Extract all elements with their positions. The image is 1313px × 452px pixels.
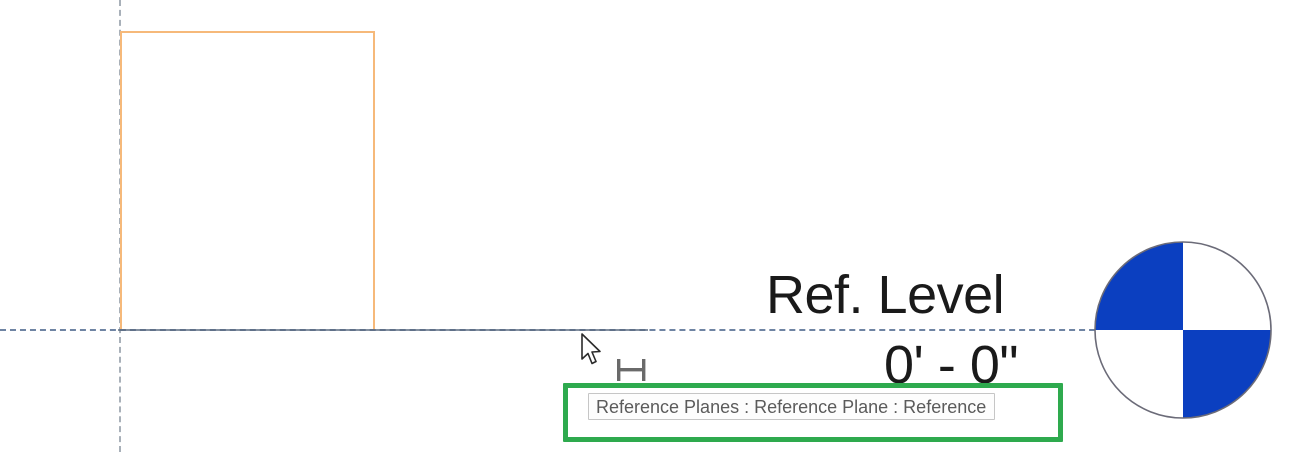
ref-level-datum-line-overlap <box>118 329 648 331</box>
tooltip-highlight <box>563 383 1063 442</box>
elevation-marker[interactable] <box>1093 240 1273 420</box>
level-name-label[interactable]: Ref. Level <box>766 265 1005 325</box>
quadrant-circle-icon <box>1094 241 1272 419</box>
dimension-snap-icon <box>614 357 652 383</box>
sketch-rectangle[interactable] <box>120 31 375 331</box>
element-tooltip: Reference Planes : Reference Plane : Ref… <box>588 393 996 420</box>
element-tooltip-text: Reference Planes : Reference Plane : Ref… <box>596 396 987 417</box>
arrow-cursor-icon <box>580 333 606 367</box>
